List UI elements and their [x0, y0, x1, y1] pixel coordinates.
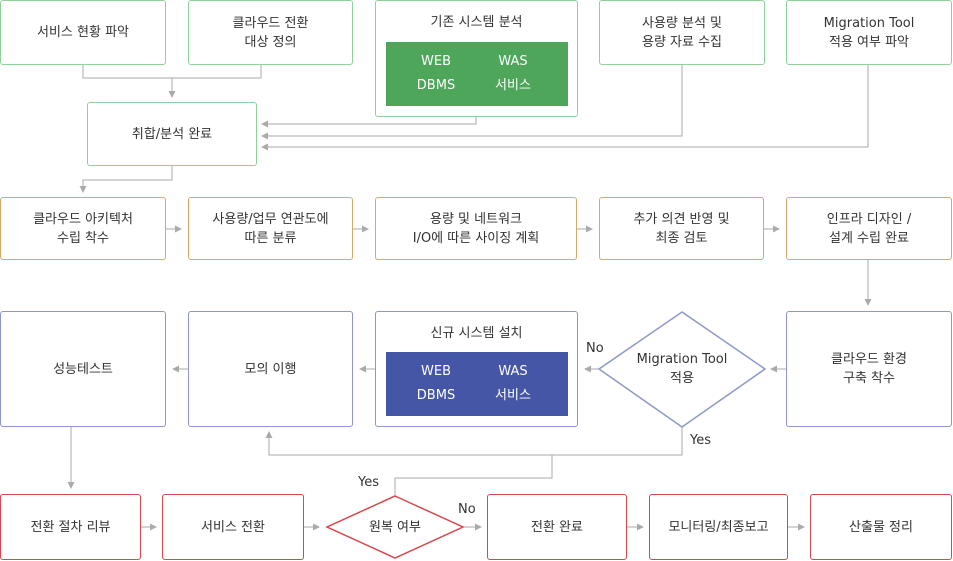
- decision-diamond-rollback: [325, 495, 465, 559]
- decision-label-line2: 적용: [670, 371, 694, 386]
- connector-migration-tool: [261, 65, 869, 151]
- new-item-dbms: DBMS: [416, 388, 456, 403]
- decision-rollback-label: 원복 여부: [340, 517, 450, 537]
- step-service-status: 서비스 현황 파악: [0, 0, 166, 65]
- step-label-line1: 사용량/업무 연관도에: [212, 211, 329, 227]
- decision-yes-label: Yes: [690, 433, 711, 448]
- step-monitoring-report: 모니터링/최종보고: [649, 494, 788, 560]
- new-systems-panel: WEB WAS DBMS 서비스: [386, 352, 568, 416]
- connector-usage: [261, 65, 683, 140]
- new-item-was: WAS: [498, 364, 528, 379]
- step-label-line2: I/O에 따른 사이징 계획: [412, 230, 540, 246]
- step-label-line2: 적용 여부 파악: [828, 34, 910, 50]
- step-cloud-target: 클라우드 전환 대상 정의: [188, 0, 353, 65]
- connector-to-arch: [79, 166, 173, 193]
- legacy-item-service: 서비스: [495, 78, 531, 93]
- step-label: 모의 이행: [244, 361, 297, 377]
- step-cloud-architecture: 클라우드 아키텍처 수립 착수: [0, 197, 166, 260]
- step-label: 성능테스트: [53, 361, 113, 377]
- rollback-yes-label: Yes: [358, 475, 379, 490]
- connector-rollback-yes: [394, 455, 553, 496]
- new-item-web: WEB: [421, 364, 451, 379]
- legacy-item-was: WAS: [498, 54, 528, 69]
- step-label-line2: 수립 착수: [57, 230, 109, 246]
- connector-row1-merge: [82, 65, 262, 79]
- step-label-line1: 용량 및 네트워크: [430, 211, 522, 227]
- step-label: 서비스 현황 파악: [37, 25, 129, 40]
- step-label-line1: 추가 의견 반영 및: [633, 211, 730, 227]
- step-sizing-plan: 용량 및 네트워크 I/O에 따른 사이징 계획: [375, 197, 577, 260]
- decision-diamond-migration: [597, 311, 767, 428]
- rollback-no-label: No: [458, 502, 476, 517]
- step-label-line1: 사용량 분석 및: [641, 15, 723, 31]
- step-label-line1: 클라우드 아키텍처: [33, 211, 133, 227]
- legacy-item-web: WEB: [421, 54, 451, 69]
- step-label: 전환 완료: [531, 519, 583, 535]
- step-label: 전환 절차 리뷰: [30, 519, 111, 535]
- step-migration-tool-check: Migration Tool 적용 여부 파악: [786, 0, 952, 65]
- decision-no-label: No: [586, 341, 604, 356]
- step-infra-design: 인프라 디자인 / 설계 수립 완료: [786, 197, 952, 260]
- step-label-line1: Migration Tool: [823, 15, 915, 31]
- step-label-line2: 용량 자료 수집: [641, 34, 723, 50]
- step-label-line2: 대상 정의: [244, 34, 297, 50]
- step-classify: 사용량/업무 연관도에 따른 분류: [188, 197, 353, 260]
- legacy-title: 기존 시스템 분석: [430, 15, 523, 30]
- step-label-line2: 구축 착수: [843, 371, 895, 386]
- step-label: 모니터링/최종보고: [668, 519, 769, 535]
- step-collect-done: 취합/분석 완료: [87, 102, 257, 166]
- step-mock-migration: 모의 이행: [188, 311, 353, 427]
- step-label-line1: 클라우드 전환: [232, 15, 309, 31]
- step-performance-test: 성능테스트: [0, 311, 166, 427]
- decision-migration-label: Migration Tool 적용: [612, 345, 752, 393]
- legacy-systems-panel: WEB WAS DBMS 서비스: [386, 42, 568, 106]
- step-label: 산출물 정리: [849, 519, 913, 535]
- step-label: 서비스 전환: [201, 519, 265, 535]
- step-procedure-review: 전환 절차 리뷰: [0, 494, 141, 560]
- step-usage-analysis: 사용량 분석 및 용량 자료 수집: [599, 0, 765, 65]
- step-label-line2: 최종 검토: [655, 230, 708, 246]
- step-label-line1: 클라우드 환경: [831, 352, 907, 367]
- decision-label-line1: Migration Tool: [636, 352, 728, 367]
- new-item-service: 서비스: [495, 388, 531, 403]
- connector-decision-yes: [265, 427, 683, 456]
- step-label-line2: 설계 수립 완료: [828, 230, 910, 246]
- legacy-item-dbms: DBMS: [416, 78, 456, 93]
- step-cloud-env: 클라우드 환경 구축 착수: [786, 311, 952, 427]
- step-deliverables: 산출물 정리: [810, 494, 952, 560]
- step-label-line1: 인프라 디자인 /: [826, 211, 912, 227]
- new-system-title: 신규 시스템 설치: [430, 326, 523, 341]
- step-label: 취합/분석 완료: [131, 126, 213, 142]
- step-switch-done: 전환 완료: [487, 494, 627, 560]
- decision-label: 원복 여부: [369, 519, 421, 535]
- step-label-line2: 따른 분류: [244, 230, 297, 246]
- step-final-review: 추가 의견 반영 및 최종 검토: [599, 197, 764, 260]
- step-service-switch: 서비스 전환: [162, 494, 304, 560]
